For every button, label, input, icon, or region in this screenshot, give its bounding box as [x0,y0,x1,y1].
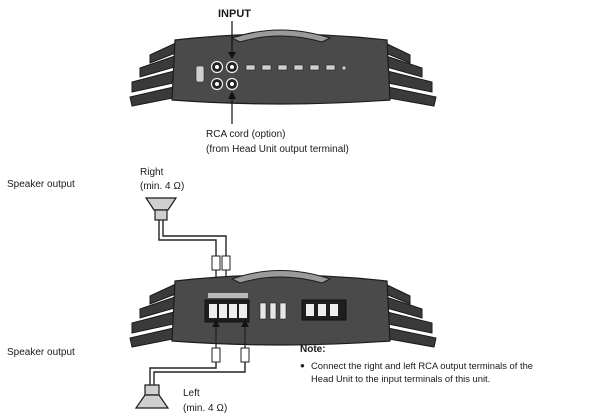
rca-cord-label: RCA cord (option) [206,129,285,140]
note-title: Note: [300,344,326,355]
right-speaker-label: Right [140,167,164,178]
right-speaker-icon [144,197,178,221]
note-line-2: Head Unit to the input terminals of this… [311,373,490,384]
speaker-output-label-top: Speaker output [7,179,75,190]
speaker-output-label-bottom: Speaker output [7,347,75,358]
rca-cord-arrow-icon [228,91,236,124]
right-speaker-impedance: (min. 4 Ω) [140,181,184,192]
speaker-terminal-block-icon [204,293,250,323]
input-arrow-icon [228,21,236,59]
note-bullet: ● [300,361,305,370]
rca-input-jacks-icon [210,60,239,91]
rca-cord-source-label: (from Head Unit output terminal) [206,144,349,155]
top-amplifier-icon [129,29,437,107]
input-label: INPUT [218,8,251,20]
left-speaker-impedance: (min. 4 Ω) [183,403,227,414]
left-speaker-icon [134,384,170,409]
left-speaker-label: Left [183,388,200,399]
left-speaker-wire [149,320,250,385]
bottom-amplifier-icon [129,270,437,348]
note-line-1: Connect the right and left RCA output te… [311,360,533,371]
